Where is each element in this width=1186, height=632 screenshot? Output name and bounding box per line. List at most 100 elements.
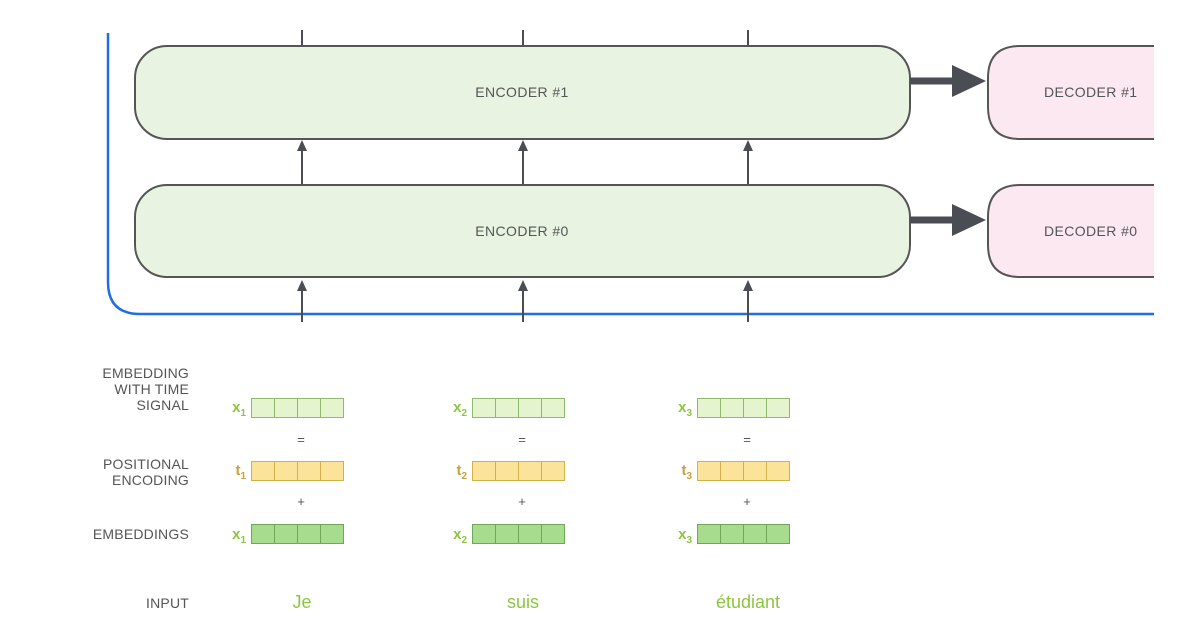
label-line: SIGNAL (136, 397, 189, 413)
input-word-2: suis (506, 592, 539, 612)
decoder-1-label: DECODER #1 (1044, 84, 1137, 100)
encoder-1[interactable]: ENCODER #1 (134, 45, 911, 140)
equals-sign-3: = (743, 432, 751, 447)
t1-name: t1 (218, 462, 246, 482)
vector-cell (495, 398, 519, 418)
x2-time-name: x2 (439, 399, 467, 419)
var-subscript: 1 (240, 408, 246, 419)
vector-cell (274, 461, 298, 481)
vector-cell (766, 398, 790, 418)
vector-cell (541, 461, 565, 481)
label-line: EMBEDDING (102, 365, 189, 381)
vector-cell (518, 461, 542, 481)
var-letter: x (232, 526, 241, 543)
encoder-0-to-1-arrows (297, 140, 753, 184)
embedding-with-time-vector-3 (697, 398, 790, 418)
vector-cell (251, 398, 275, 418)
vector-cell (472, 461, 496, 481)
vector-cell (766, 524, 790, 544)
x1-name: x1 (218, 526, 246, 546)
vector-cell (495, 524, 519, 544)
positional-encoding-vector-3 (697, 461, 790, 481)
vector-cell (297, 524, 321, 544)
vector-cell (297, 461, 321, 481)
embedding-with-time-vector-1 (251, 398, 344, 418)
vector-cell (766, 461, 790, 481)
decoder-1[interactable]: DECODER #1 (987, 45, 1154, 140)
vector-cell (697, 461, 721, 481)
embedding-vector-3 (697, 524, 790, 544)
vector-cell (320, 398, 344, 418)
right-clip-mask (1154, 0, 1186, 320)
var-letter: x (678, 399, 687, 416)
label-line: POSITIONAL (102, 456, 189, 472)
embedding-vector-2 (472, 524, 565, 544)
label-input: INPUT (146, 595, 189, 611)
var-letter: t (235, 462, 241, 479)
vector-cell (518, 398, 542, 418)
encoder-0-label: ENCODER #0 (475, 223, 568, 239)
plus-sign-3: + (743, 494, 751, 509)
positional-encoding-vector-1 (251, 461, 344, 481)
vector-cell (541, 398, 565, 418)
vector-cell (320, 461, 344, 481)
var-subscript: 2 (461, 535, 467, 546)
plus-sign-2: + (518, 494, 526, 509)
x3-time-name: x3 (664, 399, 692, 419)
vector-cell (743, 461, 767, 481)
vector-cell (743, 398, 767, 418)
vector-cell (472, 524, 496, 544)
vector-cell (518, 524, 542, 544)
label-line: ENCODING (111, 472, 189, 488)
decoder-0-label: DECODER #0 (1044, 223, 1137, 239)
x3-name: x3 (664, 526, 692, 546)
vector-cell (297, 398, 321, 418)
embedding-with-time-vector-2 (472, 398, 565, 418)
top-arrows (301, 30, 749, 45)
encoder-stack-border (106, 33, 1154, 316)
label-positional-encoding: POSITIONAL ENCODING (103, 456, 189, 488)
vector-cell (541, 524, 565, 544)
input-word-3: étudiant (715, 592, 781, 612)
label-line: WITH TIME (114, 381, 189, 397)
vector-cell (251, 524, 275, 544)
encoder-1-label: ENCODER #1 (475, 84, 568, 100)
var-letter: t (456, 462, 462, 479)
vector-cell (320, 524, 344, 544)
vector-cell (720, 524, 744, 544)
vector-cell (472, 398, 496, 418)
var-subscript: 2 (461, 471, 467, 482)
vector-cell (697, 398, 721, 418)
input-word-1: Je (292, 592, 312, 612)
var-letter: t (681, 462, 687, 479)
vector-cell (251, 461, 275, 481)
var-letter: x (678, 526, 687, 543)
label-embeddings: EMBEDDINGS (92, 526, 189, 542)
vector-cell (720, 398, 744, 418)
vector-cell (697, 524, 721, 544)
decoder-0[interactable]: DECODER #0 (987, 184, 1154, 278)
var-subscript: 1 (240, 471, 246, 482)
var-subscript: 1 (240, 535, 246, 546)
vector-cell (274, 398, 298, 418)
plus-sign-1: + (297, 494, 305, 509)
vector-cell (720, 461, 744, 481)
encoder-0[interactable]: ENCODER #0 (134, 184, 911, 278)
equals-sign-2: = (518, 432, 526, 447)
x2-name: x2 (439, 526, 467, 546)
encoder-decoder-arrows (910, 65, 986, 236)
var-letter: x (453, 399, 462, 416)
vector-cell (743, 524, 767, 544)
var-subscript: 2 (461, 408, 467, 419)
label-embedding-with-time-signal: EMBEDDING WITH TIME SIGNAL (102, 365, 189, 413)
equals-sign-1: = (297, 432, 305, 447)
vector-cell (495, 461, 519, 481)
embedding-vector-1 (251, 524, 344, 544)
var-letter: x (232, 399, 241, 416)
var-letter: x (453, 526, 462, 543)
var-subscript: 3 (686, 408, 692, 419)
positional-encoding-vector-2 (472, 461, 565, 481)
var-subscript: 3 (686, 535, 692, 546)
var-subscript: 3 (686, 471, 692, 482)
